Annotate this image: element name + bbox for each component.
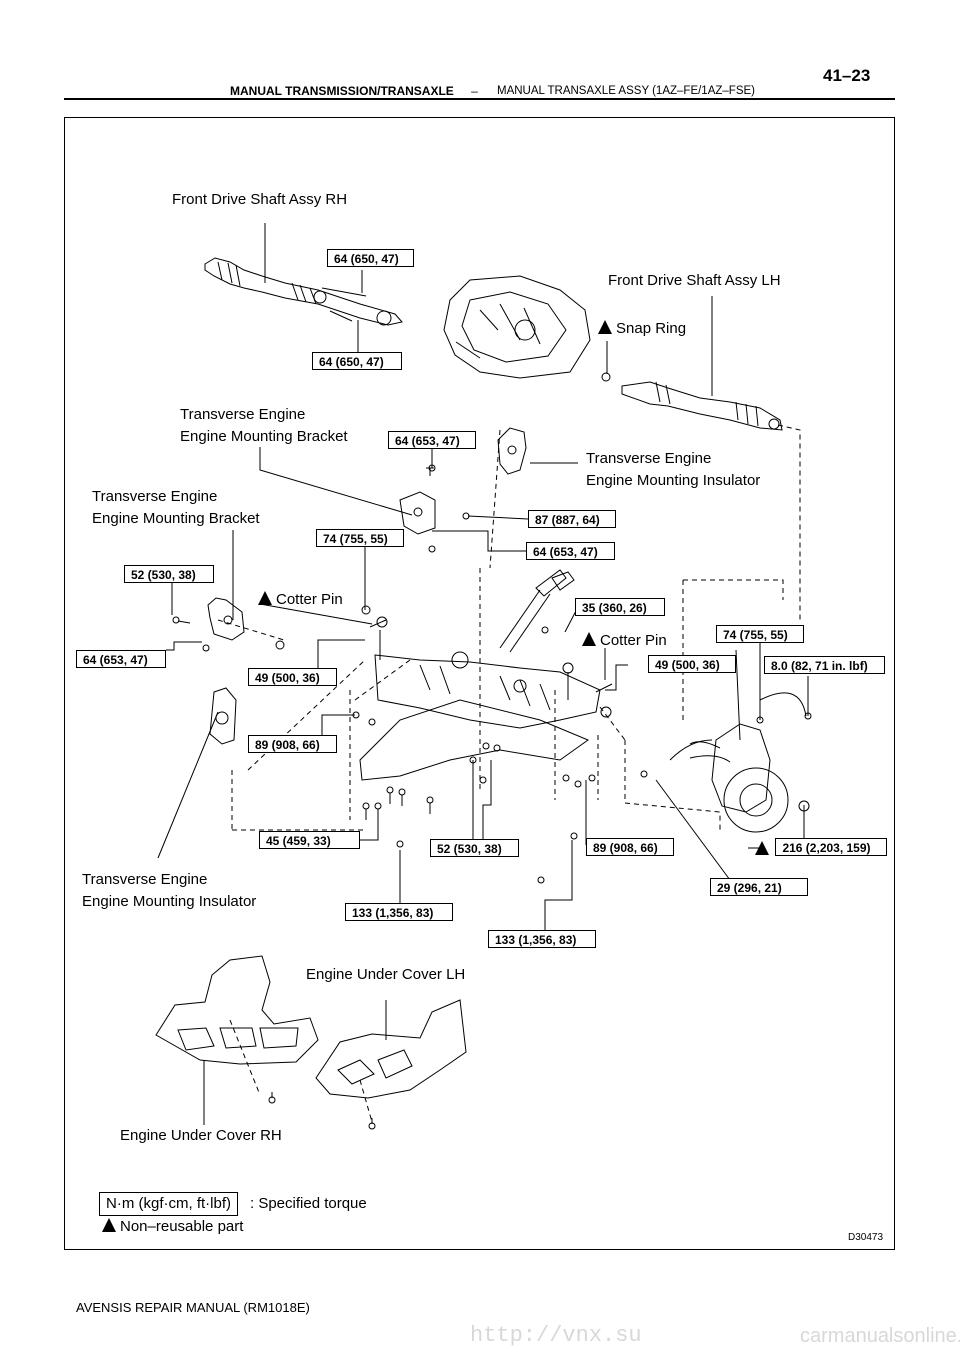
- torque-spec: 74 (755, 55): [716, 625, 804, 643]
- tie-rod-ends: [361, 605, 613, 718]
- suspension-member: [359, 569, 601, 781]
- front-drive-shaft-lh: [621, 381, 783, 431]
- section-title: MANUAL TRANSMISSION/TRANSAXLE –: [230, 84, 478, 98]
- leader-lines: [157, 223, 809, 1125]
- label-insulator-upper: Transverse Engine Engine Mounting Insula…: [586, 448, 760, 492]
- torque-spec: 89 (908, 66): [586, 838, 674, 856]
- torque-spec: 35 (360, 26): [575, 598, 665, 616]
- cotter-pin-left-text: Cotter Pin: [276, 591, 343, 608]
- torque-spec: 133 (1,356, 83): [345, 903, 453, 921]
- section-name: MANUAL TRANSMISSION/TRANSAXLE: [230, 84, 454, 98]
- torque-spec: 29 (296, 21): [710, 878, 808, 896]
- header-separator: –: [471, 84, 478, 98]
- under-cover-rh-part: [155, 955, 319, 1104]
- torque-spec: 45 (459, 33): [259, 831, 360, 849]
- label-bracket-left: Transverse Engine Engine Mounting Bracke…: [92, 486, 260, 530]
- torque-spec: 87 (887, 64): [528, 510, 616, 528]
- torque-spec: 74 (755, 55): [316, 529, 404, 547]
- label-bracket-upper-line1: Transverse Engine: [180, 406, 306, 423]
- torque-spec: 64 (653, 47): [526, 542, 615, 560]
- torque-spec: 52 (530, 38): [430, 839, 519, 857]
- under-cover-lh-part: [315, 999, 467, 1130]
- torque-spec: 64 (650, 47): [312, 352, 402, 370]
- header-rule: [64, 98, 895, 100]
- non-reusable-icon: [598, 320, 612, 334]
- non-reusable-icon: [582, 632, 596, 646]
- non-reusable-icon: [755, 840, 769, 855]
- watermark-left: http://vnx.su: [470, 1323, 642, 1348]
- label-insulator-upper-line2: Engine Mounting Insulator: [586, 472, 761, 489]
- label-bracket-left-line1: Transverse Engine: [92, 488, 218, 505]
- label-bracket-upper: Transverse Engine Engine Mounting Bracke…: [180, 404, 348, 448]
- snap-ring-part: [601, 372, 611, 382]
- label-cotter-pin-right: Cotter Pin: [582, 630, 667, 652]
- figure-code: D30473: [848, 1232, 884, 1243]
- snap-ring-text: Snap Ring: [616, 320, 687, 337]
- label-front-drive-shaft-rh: Front Drive Shaft Assy RH: [172, 191, 348, 208]
- label-insulator-lower: Transverse Engine Engine Mounting Insula…: [82, 869, 256, 913]
- label-under-cover-rh: Engine Under Cover RH: [120, 1127, 282, 1144]
- knuckle-assembly: [640, 649, 812, 833]
- legend-unit-box: N·m (kgf·cm, ft·lbf): [99, 1192, 238, 1216]
- label-front-drive-shaft-lh: Front Drive Shaft Assy LH: [608, 272, 781, 289]
- non-reusable-icon: [258, 591, 272, 605]
- watermark-right: carmanualsonline.info: [800, 1325, 960, 1347]
- member-bolts: [352, 711, 596, 884]
- lower-mounting-insulator: [209, 687, 237, 745]
- torque-spec: 64 (650, 47): [327, 249, 414, 267]
- diagram-frame: [64, 117, 895, 1250]
- steering-shaft: [541, 571, 575, 634]
- legend-non-reusable-text: Non–reusable part: [120, 1218, 244, 1235]
- torque-spec: 49 (500, 36): [648, 655, 736, 673]
- torque-spec: 52 (530, 38): [124, 565, 214, 583]
- transaxle-assembly: [443, 275, 591, 379]
- left-mounting-bracket: [172, 597, 285, 652]
- label-insulator-lower-line1: Transverse Engine: [82, 871, 208, 888]
- page-title: MANUAL TRANSAXLE ASSY (1AZ–FE/1AZ–FSE): [497, 85, 755, 97]
- torque-spec-nonreusable: 216 (2,203, 159): [755, 838, 888, 857]
- torque-spec: 216 (2,203, 159): [775, 838, 888, 856]
- label-bracket-left-line2: Engine Mounting Bracket: [92, 510, 260, 527]
- cotter-pin-right-text: Cotter Pin: [600, 632, 667, 649]
- label-insulator-upper-line1: Transverse Engine: [586, 450, 712, 467]
- legend-unit-text: : Specified torque: [250, 1195, 367, 1212]
- torque-spec: 89 (908, 66): [248, 735, 337, 753]
- assembly-lines: [217, 424, 801, 1123]
- label-under-cover-lh: Engine Under Cover LH: [306, 966, 466, 983]
- upper-mounting-parts: [399, 427, 527, 553]
- torque-spec: 49 (500, 36): [248, 668, 337, 686]
- page-number: 41–23: [823, 66, 871, 85]
- label-insulator-lower-line2: Engine Mounting Insulator: [82, 893, 257, 910]
- label-snap-ring: Snap Ring: [598, 318, 686, 340]
- legend-non-reusable: Non–reusable part: [102, 1216, 243, 1238]
- label-cotter-pin-left: Cotter Pin: [258, 589, 343, 611]
- torque-spec: 8.0 (82, 71 in. lbf): [764, 656, 885, 674]
- torque-spec: 64 (653, 47): [76, 650, 166, 668]
- front-drive-shaft-rh: [204, 257, 403, 326]
- label-bracket-upper-line2: Engine Mounting Bracket: [180, 428, 348, 445]
- torque-spec: 64 (653, 47): [388, 431, 476, 449]
- non-reusable-icon: [102, 1218, 116, 1232]
- footer-manual-id: AVENSIS REPAIR MANUAL (RM1018E): [76, 1300, 310, 1315]
- torque-spec: 133 (1,356, 83): [488, 930, 596, 948]
